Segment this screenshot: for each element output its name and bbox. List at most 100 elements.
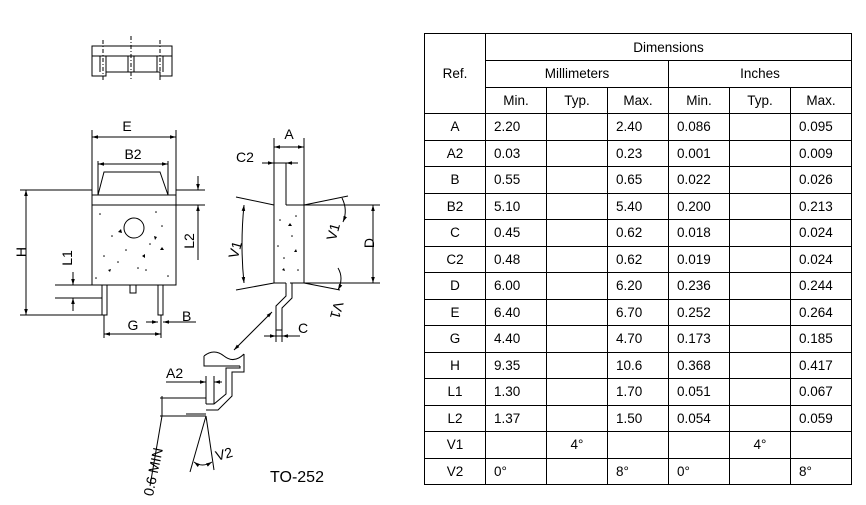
cell-mm-max: 4.70: [607, 325, 669, 353]
label-a2: A2: [166, 365, 183, 381]
cell-in-typ: [729, 272, 791, 300]
cell-in-max: 0.185: [790, 325, 852, 353]
header-col-mm-max: Max.: [607, 86, 669, 114]
cell-in-max: 0.059: [790, 404, 852, 432]
cell-mm-max: [607, 431, 669, 459]
cell-in-min: 0.054: [668, 404, 730, 432]
cell-in-min: 0.018: [668, 219, 730, 247]
header-col-in-min: Min.: [668, 86, 730, 114]
row-ref: V2: [424, 457, 486, 485]
row-ref: A: [424, 113, 486, 141]
side-view: [233, 138, 380, 351]
cell-mm-typ: [546, 298, 608, 326]
cell-in-typ: [729, 457, 791, 485]
row-ref: G: [424, 325, 486, 353]
cell-mm-typ: [546, 378, 608, 406]
label-g: G: [128, 317, 139, 333]
cell-mm-min: 0.48: [485, 245, 547, 273]
cell-mm-max: 1.70: [607, 378, 669, 406]
cell-in-typ: [729, 192, 791, 220]
label-l1: L1: [59, 250, 75, 266]
cell-in-max: 0.024: [790, 219, 852, 247]
cell-mm-min: 0.55: [485, 166, 547, 194]
cell-mm-max: 0.62: [607, 219, 669, 247]
row-ref: L1: [424, 378, 486, 406]
cell-in-min: 0°: [668, 457, 730, 485]
label-v1-right: V1: [323, 221, 343, 242]
label-b: B: [182, 308, 191, 324]
cell-in-typ: 4°: [729, 431, 791, 459]
cell-mm-min: 0°: [485, 457, 547, 485]
label-v1-left: V1: [225, 239, 245, 260]
cell-mm-typ: [546, 192, 608, 220]
cell-in-max: 0.009: [790, 139, 852, 167]
cell-in-min: 0.086: [668, 113, 730, 141]
row-ref: V1: [424, 431, 486, 459]
cell-in-min: 0.019: [668, 245, 730, 273]
row-ref: H: [424, 351, 486, 379]
cell-mm-max: 6.70: [607, 298, 669, 326]
cell-mm-min: 9.35: [485, 351, 547, 379]
cell-in-typ: [729, 219, 791, 247]
cell-mm-typ: [546, 166, 608, 194]
row-ref: B: [424, 166, 486, 194]
cell-mm-typ: [546, 219, 608, 247]
cell-mm-typ: [546, 272, 608, 300]
cell-mm-max: 8°: [607, 457, 669, 485]
cell-mm-min: [485, 431, 547, 459]
cell-in-max: 0.026: [790, 166, 852, 194]
cell-mm-max: 1.50: [607, 404, 669, 432]
cell-in-min: 0.022: [668, 166, 730, 194]
label-c2: C2: [236, 149, 254, 165]
cell-in-typ: [729, 298, 791, 326]
cell-in-min: [668, 431, 730, 459]
mold-texture: [95, 211, 169, 279]
row-ref: A2: [424, 139, 486, 167]
cell-mm-max: 0.23: [607, 139, 669, 167]
cell-in-max: 0.213: [790, 192, 852, 220]
cell-in-max: 8°: [790, 457, 852, 485]
cell-in-min: 0.252: [668, 298, 730, 326]
table-row: V1 4° 4°: [424, 431, 852, 459]
cell-in-max: 0.244: [790, 272, 852, 300]
header-col-mm-min: Min.: [485, 86, 547, 114]
cell-mm-typ: [546, 113, 608, 141]
cell-in-max: 0.417: [790, 351, 852, 379]
cell-mm-min: 1.30: [485, 378, 547, 406]
label-l2: L2: [181, 233, 197, 249]
cell-in-min: 0.173: [668, 325, 730, 353]
row-ref: B2: [424, 192, 486, 220]
cell-in-typ: [729, 245, 791, 273]
cell-mm-typ: 4°: [546, 431, 608, 459]
header-col-mm-typ: Typ.: [546, 86, 608, 114]
cell-mm-min: 5.10: [485, 192, 547, 220]
label-h: H: [13, 247, 29, 257]
cell-mm-min: 6.00: [485, 272, 547, 300]
cell-in-min: 0.051: [668, 378, 730, 406]
row-ref: L2: [424, 404, 486, 432]
cell-in-max: 0.095: [790, 113, 852, 141]
cell-in-typ: [729, 404, 791, 432]
cell-in-max: 0.024: [790, 245, 852, 273]
cell-in-typ: [729, 113, 791, 141]
cell-in-max: [790, 431, 852, 459]
cell-in-min: 0.368: [668, 351, 730, 379]
cell-mm-max: 6.20: [607, 272, 669, 300]
header-col-in-typ: Typ.: [729, 86, 791, 114]
label-c: C: [298, 320, 308, 336]
package-name: TO-252: [270, 469, 324, 486]
cell-mm-max: 2.40: [607, 113, 669, 141]
label-a: A: [284, 126, 294, 142]
label-v1-bottom: V1: [327, 300, 347, 321]
